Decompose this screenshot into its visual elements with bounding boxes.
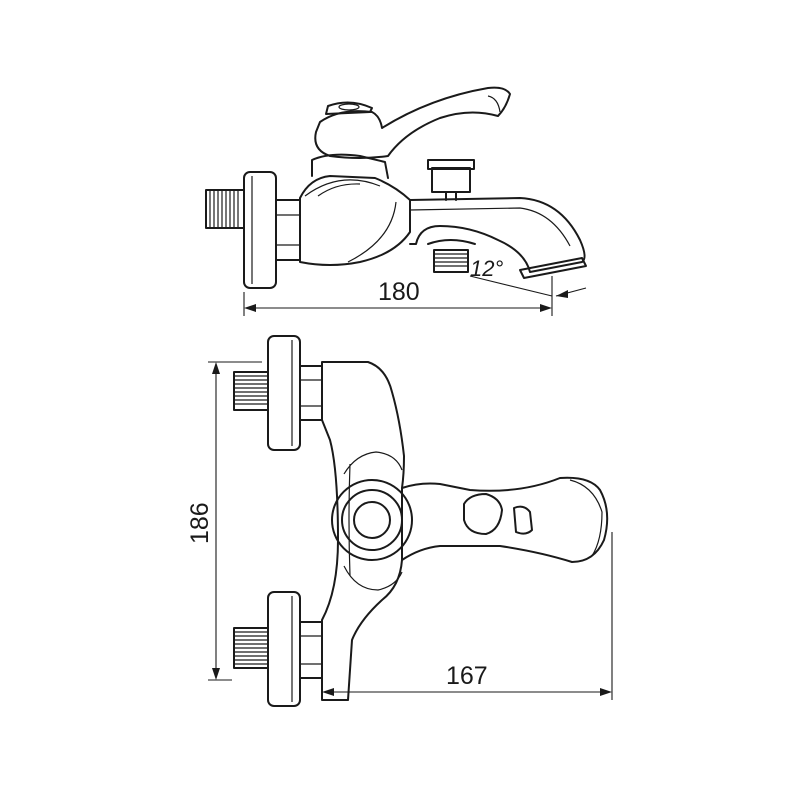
side-aerator (519, 257, 587, 279)
front-cartridge-boss (331, 479, 413, 561)
side-view (205, 86, 587, 289)
side-width-label: 180 (378, 278, 420, 306)
front-height-label: 186 (186, 502, 214, 544)
side-dimension-width (243, 276, 553, 316)
front-lower-nut (299, 621, 323, 679)
spout-angle-label: 12° (470, 256, 503, 281)
side-wall-flange (243, 171, 277, 289)
front-lever (401, 476, 609, 563)
side-hex-nut (275, 199, 301, 261)
side-threaded-inlet (205, 189, 245, 229)
front-view (233, 335, 609, 707)
front-dimension-height (208, 361, 262, 681)
front-upper-nut (299, 365, 323, 421)
side-valve-body (299, 175, 411, 266)
side-diverter-knob (427, 159, 475, 201)
front-depth-label: 167 (446, 662, 488, 690)
front-lower-flange (267, 591, 301, 707)
spout-angle-dimension (469, 275, 587, 298)
front-body (321, 361, 405, 701)
front-dimension-depth (322, 532, 613, 700)
front-lower-thread (233, 627, 269, 669)
side-spout (409, 197, 586, 273)
side-lever-handle (314, 86, 511, 159)
front-upper-thread (233, 371, 269, 411)
front-upper-flange (267, 335, 301, 451)
side-cartridge (311, 153, 389, 179)
side-outlet-thread (427, 239, 476, 273)
